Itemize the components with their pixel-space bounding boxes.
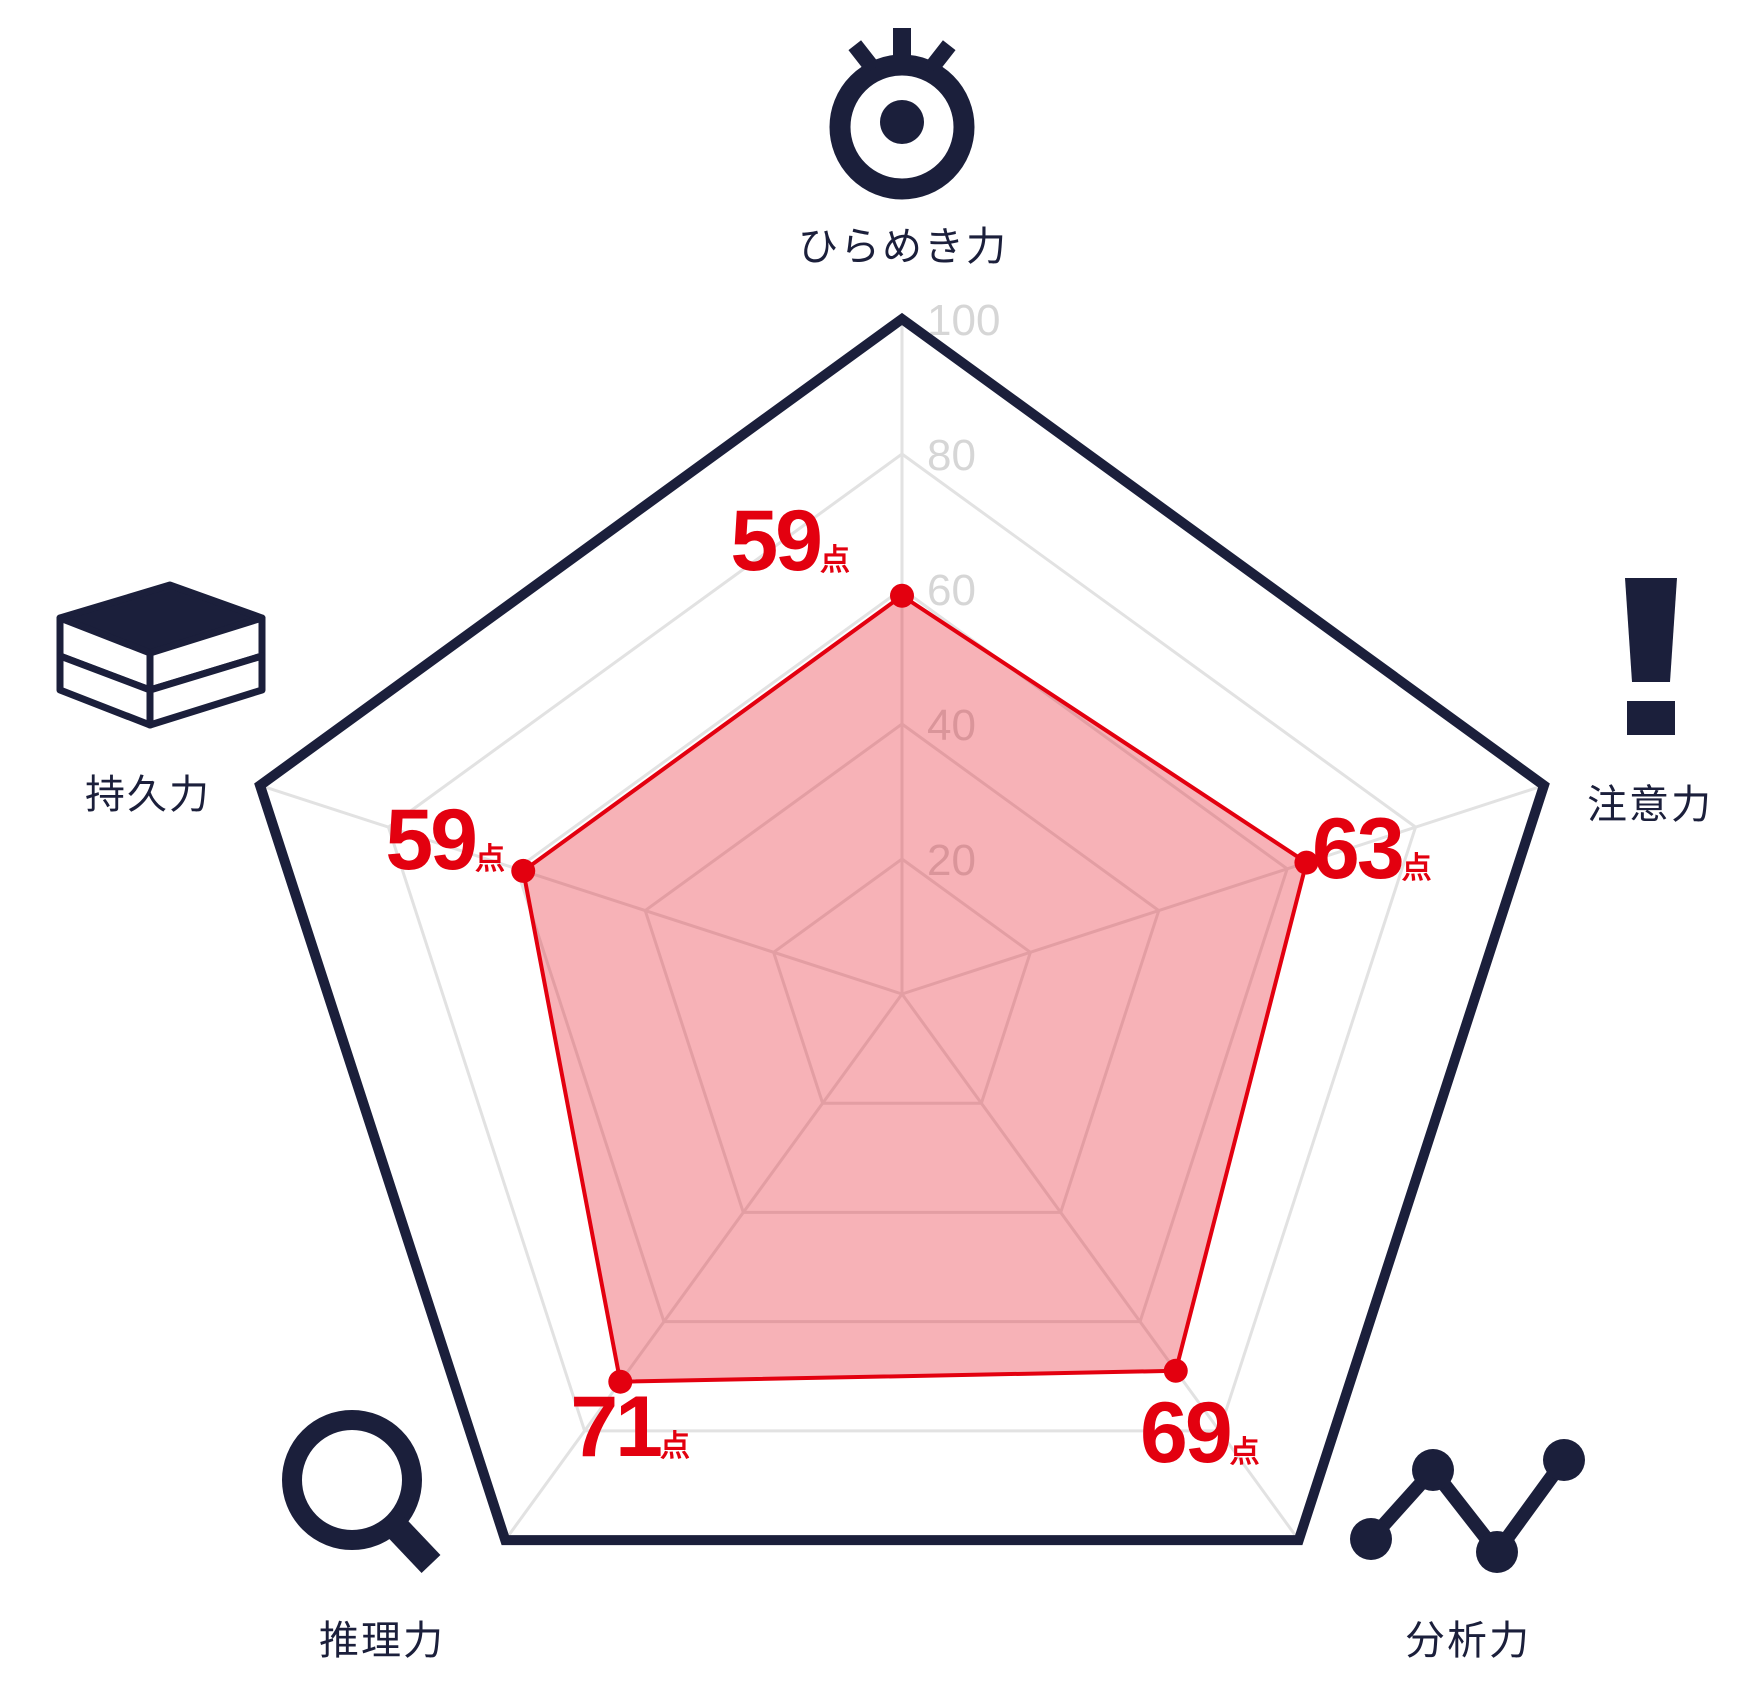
data-point-持久力 [511, 858, 536, 883]
tick-labels: 20 40 60 80 100 [927, 296, 1000, 885]
score-value: 63 [1312, 801, 1402, 897]
exclamation-icon [1625, 578, 1677, 735]
tick-label-40: 40 [927, 701, 976, 750]
score-label-hirameki: 59点 [730, 493, 850, 589]
grid-ring-40 [643, 722, 1161, 1214]
axis-spoke-4 [259, 783, 903, 996]
series-scores [511, 583, 1319, 1394]
outer-frame [254, 312, 1550, 1546]
tick-label-80: 80 [927, 431, 976, 480]
score-unit: 点 [820, 543, 850, 578]
score-label-suiri: 71点 [570, 1379, 690, 1475]
axis-labels: ひらめき力 注意力 分析力 推理力 持久力 [85, 224, 1713, 1664]
series-area [521, 593, 1309, 1384]
score-label-jikyu: 59点 [385, 792, 505, 888]
data-point-推理力 [608, 1369, 633, 1394]
axis-spoke-2 [900, 993, 1300, 1541]
grid-ring-80 [386, 452, 1418, 1433]
book-stack-icon [56, 581, 266, 729]
magnifier-icon [282, 1410, 441, 1573]
axis-icons [56, 28, 1677, 1573]
score-unit: 点 [1230, 1435, 1260, 1470]
score-value: 71 [570, 1379, 661, 1475]
data-point-ひらめき力 [890, 583, 914, 608]
axis-label-bunseki: 分析力 [1405, 1618, 1531, 1664]
score-unit: 点 [475, 842, 505, 877]
tick-label-100: 100 [927, 296, 1000, 345]
line-chart-icon [1350, 1439, 1585, 1573]
score-value: 69 [1140, 1385, 1230, 1481]
score-unit: 点 [660, 1429, 690, 1464]
axis-label-suiri: 推理力 [319, 1618, 445, 1664]
score-unit: 点 [1402, 851, 1432, 886]
tick-label-60: 60 [927, 566, 976, 615]
eye-icon [829, 28, 975, 200]
axis-label-hirameki: ひらめき力 [798, 224, 1008, 270]
axis-spoke-1 [901, 783, 1545, 996]
data-point-分析力 [1163, 1358, 1188, 1383]
axis-label-chuui: 注意力 [1587, 782, 1713, 828]
axis-label-jikyu: 持久力 [85, 772, 211, 818]
axis-spoke-3 [504, 993, 904, 1541]
data-point-注意力 [1294, 850, 1319, 875]
score-value: 59 [730, 493, 820, 589]
score-label-bunseki: 69点 [1140, 1385, 1260, 1481]
score-label-chuui: 63点 [1312, 801, 1432, 897]
radar-grid [259, 319, 1545, 1541]
outer-frame-pentagon [254, 312, 1550, 1546]
grid-ring-60 [515, 587, 1289, 1324]
score-labels: 59点 63点 69点 71点 59点 [385, 493, 1431, 1481]
tick-label-20: 20 [927, 836, 976, 885]
grid-ring-20 [771, 857, 1033, 1105]
score-value: 59 [385, 792, 475, 888]
